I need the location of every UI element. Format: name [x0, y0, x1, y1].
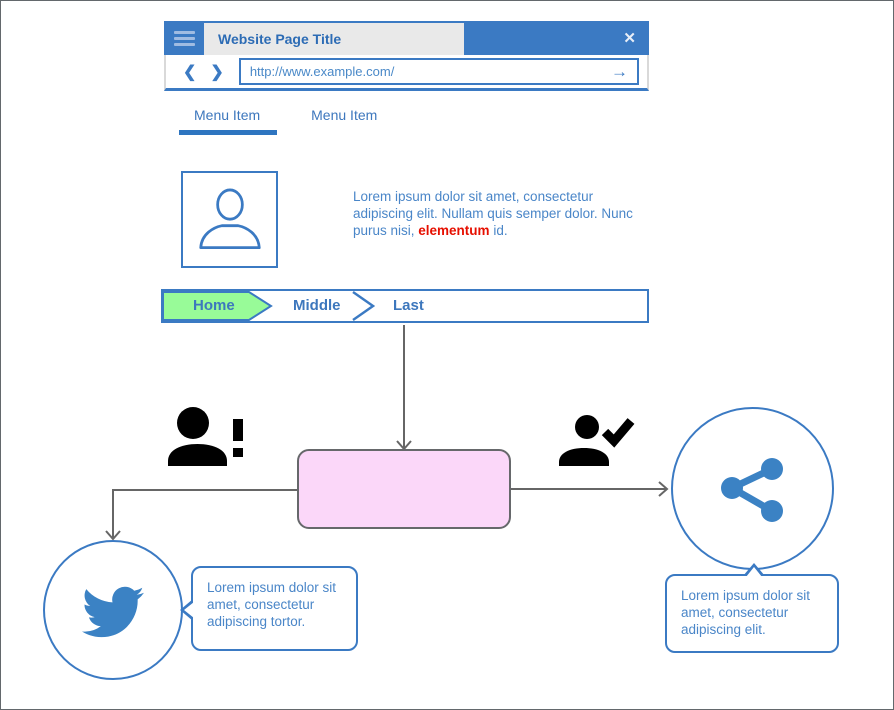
back-icon: ❮ — [183, 63, 197, 81]
avatar-icon — [198, 188, 261, 249]
chevron-separator-icon — [352, 291, 375, 321]
share-icon — [720, 457, 783, 522]
go-arrow-icon: → — [611, 61, 628, 81]
twitter-icon — [82, 586, 144, 638]
intro-text-before: Lorem ipsum dolor sit amet, consectetur … — [353, 189, 633, 238]
menu-item-2[interactable]: Menu Item — [311, 107, 378, 123]
page-title: Website Page Title — [218, 31, 342, 47]
share-node[interactable] — [671, 407, 834, 570]
bubble-pointer-icon — [746, 567, 762, 577]
browser-tab[interactable]: Website Page Title — [204, 23, 464, 55]
breadcrumb-item-last[interactable]: Last — [393, 297, 424, 314]
menu-item-1[interactable]: Menu Item — [194, 107, 261, 123]
avatar-placeholder — [181, 171, 278, 268]
close-icon: ✕ — [623, 30, 636, 47]
arrowhead-left-branch-icon — [105, 530, 121, 541]
arrowhead-right-icon — [658, 481, 669, 497]
twitter-callout-text: Lorem ipsum dolor sit amet, consectetur … — [207, 580, 337, 629]
twitter-node[interactable] — [43, 540, 183, 680]
browser-titlebar: Website Page Title ✕ — [164, 21, 649, 55]
breadcrumb-home-arrow — [163, 291, 273, 321]
arrowhead-down-icon — [396, 440, 412, 451]
close-button[interactable]: ✕ — [610, 21, 649, 55]
bubble-pointer-icon — [184, 602, 194, 618]
hamburger-icon — [173, 42, 195, 46]
main-menu: Menu Item Menu Item — [194, 107, 377, 123]
browser-window: Website Page Title ✕ ❮ ❯ http://www.exam… — [164, 21, 649, 91]
breadcrumb-item-home[interactable]: Home — [193, 297, 235, 314]
go-button[interactable]: → — [611, 62, 628, 82]
url-input[interactable]: http://www.example.com/ → — [238, 58, 639, 85]
url-text: http://www.example.com/ — [249, 64, 395, 79]
share-callout-bubble: Lorem ipsum dolor sit amet, consectetur … — [665, 563, 839, 653]
hamburger-icon — [173, 30, 195, 34]
intro-text-after: id. — [489, 223, 508, 238]
browser-toolbar: ❮ ❯ http://www.example.com/ → — [164, 55, 649, 91]
hamburger-menu-button[interactable] — [164, 21, 204, 55]
forward-icon: ❯ — [210, 63, 224, 81]
person-check-icon — [559, 415, 635, 466]
share-callout-text: Lorem ipsum dolor sit amet, consectetur … — [681, 588, 811, 637]
arrow-left-connector — [112, 489, 298, 539]
twitter-callout-bubble: Lorem ipsum dolor sit amet, consectetur … — [180, 566, 358, 651]
person-alert-icon — [168, 407, 243, 466]
intro-highlight: elementum — [418, 223, 490, 238]
breadcrumb-item-middle[interactable]: Middle — [293, 297, 341, 314]
forward-button[interactable]: ❯ — [203, 62, 230, 82]
process-node — [297, 449, 511, 529]
active-menu-indicator — [179, 130, 277, 135]
back-button[interactable]: ❮ — [176, 62, 203, 82]
hamburger-icon — [173, 36, 195, 40]
breadcrumb: Home Middle Last — [161, 289, 649, 323]
intro-paragraph: Lorem ipsum dolor sit amet, consectetur … — [353, 188, 649, 239]
